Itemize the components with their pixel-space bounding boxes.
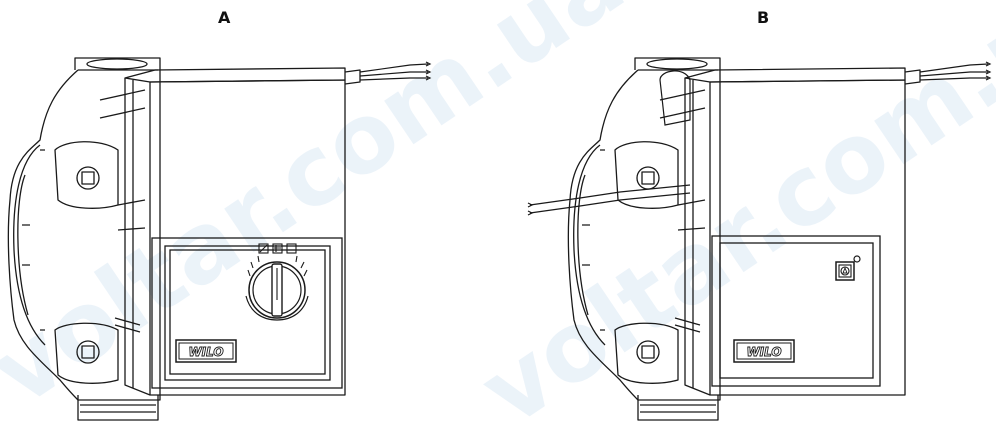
wilo-logo-text: WILO xyxy=(746,345,781,359)
side-wire xyxy=(527,70,691,216)
panel-label-b: B xyxy=(757,8,770,27)
mode-icons xyxy=(258,243,297,254)
wilo-logo xyxy=(175,339,237,363)
selector-knob xyxy=(245,255,309,321)
panel-label-a: A xyxy=(218,8,231,27)
status-indicator xyxy=(835,255,861,281)
pump-a: WILO xyxy=(7,57,431,421)
wilo-logo-text: WILO xyxy=(188,345,223,359)
pump-b: WILO xyxy=(527,57,991,421)
pump-drawings: WILO xyxy=(7,57,991,421)
wilo-logo xyxy=(733,339,795,363)
